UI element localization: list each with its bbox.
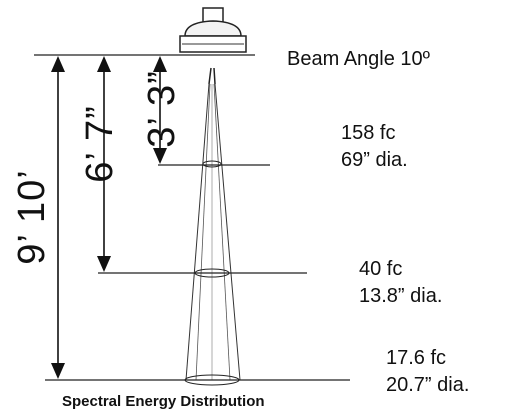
diameter-1: 69” dia. — [341, 149, 408, 171]
dimension-arrow-2 — [97, 56, 111, 272]
height-label-2: 6’ 7” — [79, 105, 121, 183]
dimension-arrow-3 — [51, 56, 65, 379]
beam-cone — [184, 67, 241, 386]
height-label-3: 9’ 10’ — [11, 169, 53, 265]
diameter-3: 20.7” dia. — [386, 374, 470, 396]
footer-cut-text: Spectral Energy Distribution — [62, 393, 265, 410]
beam-angle-title: Beam Angle 10º — [287, 48, 430, 70]
illuminance-2: 40 fc — [359, 258, 403, 280]
diameter-2: 13.8” dia. — [359, 285, 443, 307]
lamp-fixture-icon — [179, 7, 247, 53]
illuminance-3: 17.6 fc — [386, 347, 447, 369]
dimension-arrow-1 — [153, 56, 167, 164]
illuminance-1: 158 fc — [341, 122, 396, 144]
height-label-1: 3’ 3” — [141, 70, 183, 148]
